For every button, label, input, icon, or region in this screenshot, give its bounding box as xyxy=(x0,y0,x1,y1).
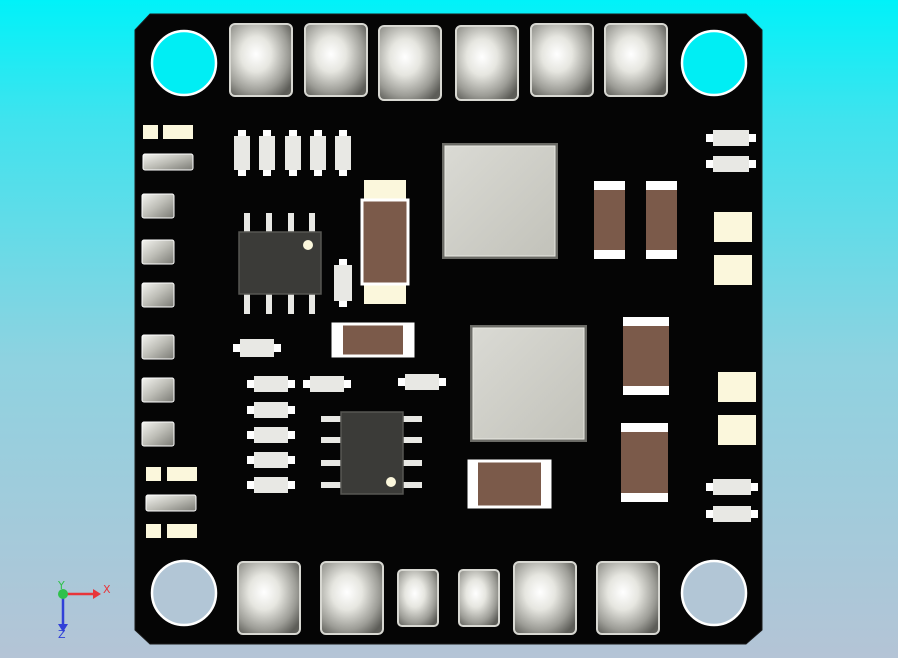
smd-pad xyxy=(146,467,161,481)
smd-pad xyxy=(714,255,752,285)
capacitor-bottom xyxy=(467,459,552,509)
mounting-hole-bottom-left xyxy=(150,559,218,627)
pad xyxy=(397,569,439,627)
pad xyxy=(530,23,594,97)
pad xyxy=(455,25,519,101)
y-axis-label: Y xyxy=(57,579,65,592)
mounting-hole-bottom-right xyxy=(680,559,748,627)
resistor xyxy=(285,130,301,176)
smd-pad xyxy=(163,125,193,139)
smd-pad xyxy=(167,524,197,538)
capacitor xyxy=(623,317,669,395)
resistor xyxy=(706,130,756,146)
small-resistors xyxy=(233,339,446,493)
capacitor-vertical xyxy=(360,180,410,304)
mounting-holes xyxy=(150,29,748,627)
smd-part xyxy=(142,153,194,171)
axis-triad: X Y Z xyxy=(57,579,111,641)
inductor-upper xyxy=(442,143,558,259)
resistor xyxy=(310,130,326,176)
resistor xyxy=(247,477,295,493)
small-pad xyxy=(141,193,175,219)
ic-chip-upper xyxy=(238,213,322,314)
resistor xyxy=(247,402,295,418)
smd-pad xyxy=(146,524,161,538)
resistor xyxy=(335,130,351,176)
x-axis-label: X xyxy=(103,583,111,596)
resistor xyxy=(233,339,281,357)
small-pad xyxy=(141,239,175,265)
resistor xyxy=(706,479,758,495)
z-axis-arrow xyxy=(58,624,68,632)
ic-pin1-marker xyxy=(386,477,396,487)
small-diode xyxy=(334,259,352,307)
small-pad xyxy=(141,377,175,403)
pad xyxy=(513,561,577,635)
resistor xyxy=(247,427,295,443)
pad xyxy=(458,569,500,627)
right-edge-components xyxy=(706,130,758,522)
ic-chip-lower xyxy=(321,411,422,495)
pad xyxy=(596,561,660,635)
y-axis-dot xyxy=(58,589,68,599)
smd-pad xyxy=(167,467,197,481)
inductor-lower xyxy=(470,325,587,442)
smd-pad xyxy=(143,125,158,139)
bottom-pad-row xyxy=(237,561,660,635)
smd-pad xyxy=(714,212,752,242)
mounting-hole-top-left xyxy=(150,29,218,97)
capacitor-horizontal xyxy=(331,322,415,358)
resistor xyxy=(247,376,295,392)
smd-pad xyxy=(718,372,756,402)
capacitor xyxy=(621,423,668,502)
resistor xyxy=(303,376,351,392)
resistor xyxy=(398,374,446,390)
top-pad-row xyxy=(229,23,668,101)
smd-part xyxy=(145,494,197,512)
resistor xyxy=(706,506,758,522)
mounting-hole-top-right xyxy=(680,29,748,97)
small-pad xyxy=(141,334,175,360)
pad xyxy=(378,25,442,101)
pad xyxy=(304,23,368,97)
pad xyxy=(237,561,301,635)
resistor xyxy=(259,130,275,176)
pad xyxy=(320,561,384,635)
z-axis-label: Z xyxy=(58,628,66,641)
x-axis-arrow xyxy=(93,589,101,599)
ic-pin1-marker xyxy=(303,240,313,250)
resistor xyxy=(706,156,756,172)
right-capacitors xyxy=(594,181,677,502)
small-pad xyxy=(141,421,175,447)
capacitor xyxy=(594,181,625,259)
resistor-array xyxy=(234,130,351,176)
pad xyxy=(604,23,668,97)
resistor xyxy=(247,452,295,468)
left-edge-components xyxy=(141,125,197,538)
resistor xyxy=(234,130,250,176)
pad xyxy=(229,23,293,97)
small-pad xyxy=(141,282,175,308)
smd-pad xyxy=(718,415,756,445)
capacitor xyxy=(646,181,677,259)
